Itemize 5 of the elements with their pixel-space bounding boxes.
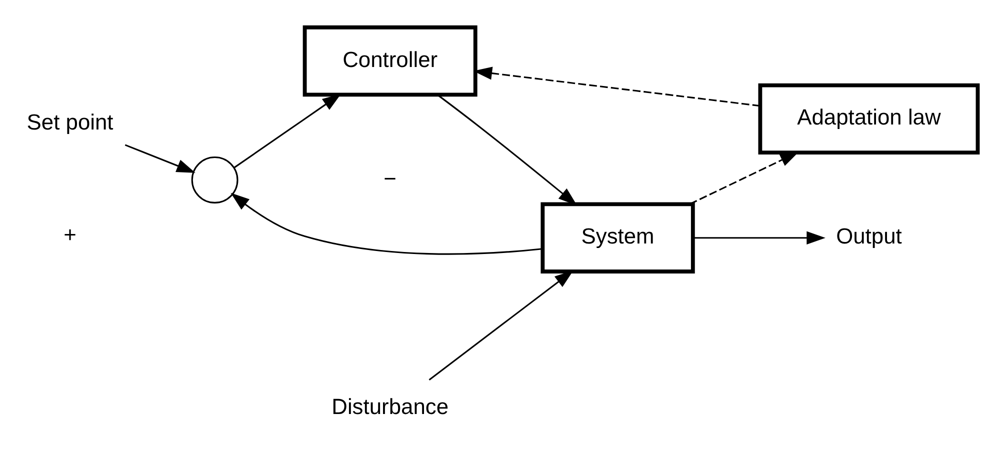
label: + xyxy=(63,222,76,248)
node-text: Set point xyxy=(26,109,113,134)
node-text: Output xyxy=(836,224,902,249)
label: − xyxy=(383,166,396,191)
node-text: Disturbance xyxy=(331,394,448,420)
